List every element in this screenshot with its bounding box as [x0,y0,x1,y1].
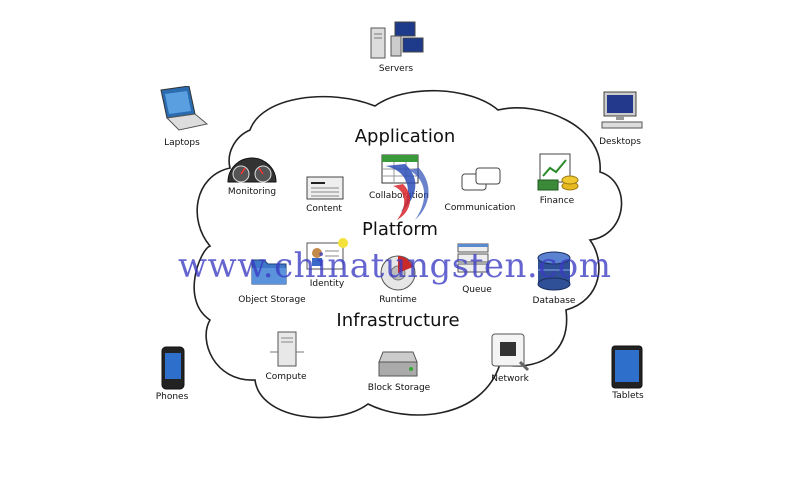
chat-bubbles-icon [461,167,501,191]
desktops-label: Desktops [599,137,641,147]
gauge-icon [227,157,277,183]
platform-title: Platform [362,219,438,240]
laptops-label: Laptops [164,138,200,148]
hard-drive-icon [378,351,418,377]
phone-icon [161,346,185,390]
monitoring-label: Monitoring [227,187,277,197]
watermark-text: www.chinatungsten.com [178,246,612,286]
phones-label: Phones [155,392,189,402]
collaboration-label: Collaboration [369,191,429,201]
servers-label: Servers [378,64,414,74]
servers-icon [370,21,424,59]
queue-icon [457,243,489,273]
tablets-label: Tablets [612,391,644,401]
newspaper-icon [306,176,344,200]
object-storage-label: Object Storage [238,295,306,305]
chinatungsten-logo-icon [385,164,429,220]
compute-label: Compute [265,372,307,382]
block-storage-label: Block Storage [367,383,431,393]
tablet-icon [611,345,643,389]
application-title: Application [354,126,456,147]
network-label: Network [491,374,529,384]
folder-icon [251,259,287,285]
finance-chart-icon [537,153,579,191]
content-label: Content [306,204,342,214]
communication-label: Communication [444,203,516,213]
queue-label: Queue [462,285,492,295]
finance-label: Finance [539,196,575,206]
network-port-icon [491,333,530,372]
compute-tower-icon [270,331,304,367]
laptop-icon [160,86,209,131]
runtime-icon [380,255,416,291]
id-card-icon [306,238,348,270]
infrastructure-title: Infrastructure [336,310,460,331]
database-label: Database [532,296,576,306]
database-icon [537,251,571,291]
desktop-icon [601,91,643,129]
identity-label: Identity [309,279,345,289]
runtime-label: Runtime [379,295,417,305]
